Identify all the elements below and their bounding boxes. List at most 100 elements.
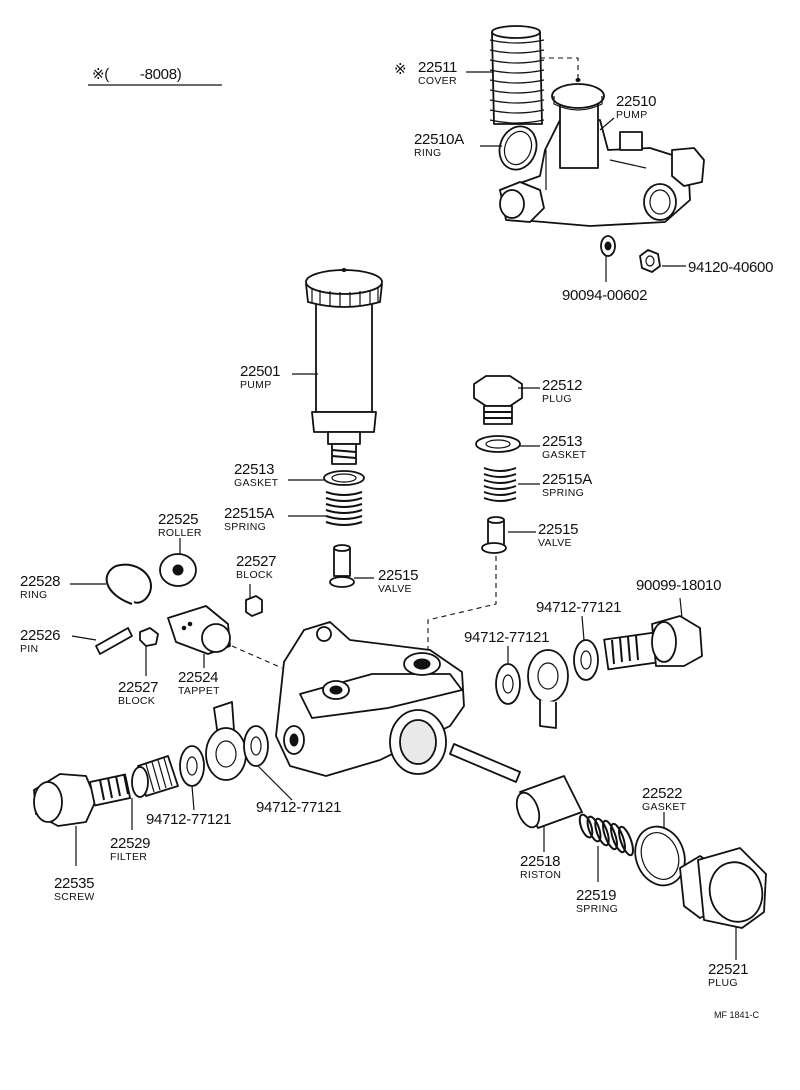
ring-22510A-part xyxy=(498,125,538,171)
pump-22510-assembly xyxy=(499,78,705,227)
callout-22526: 22526 PIN xyxy=(20,627,61,655)
part-number: 22527 xyxy=(118,679,158,696)
callout-22527-upper: 22527 BLOCK xyxy=(236,553,277,581)
part-name: SPRING xyxy=(224,521,266,533)
piston-22518-part xyxy=(515,775,583,829)
pin-22526-part xyxy=(95,627,133,655)
ring-22528-part xyxy=(105,563,152,605)
part-number: 94712-77121 xyxy=(146,811,231,828)
part-name: PUMP xyxy=(240,379,272,391)
callout-22529: 22529 FILTER xyxy=(110,835,151,863)
part-name: GASKET xyxy=(234,477,279,489)
callout-90099: 90099-18010 xyxy=(636,577,721,594)
drawing-code: MF 1841-C xyxy=(714,1010,760,1020)
valve-22515-left-part xyxy=(329,544,355,588)
part-name: VALVE xyxy=(538,537,572,549)
callout-22525: 22525 ROLLER xyxy=(158,511,202,539)
roller-22525-part xyxy=(159,553,197,587)
block-22527-upper-part xyxy=(245,595,263,617)
callout-94712-b: 94712-77121 xyxy=(256,799,341,816)
part-name: BLOCK xyxy=(236,569,273,581)
part-number: 22515A xyxy=(542,471,592,488)
part-number: 22510A xyxy=(414,131,464,148)
part-number: 22524 xyxy=(178,669,218,686)
part-number: 90094-00602 xyxy=(562,287,647,304)
gasket-22522-part xyxy=(634,825,686,887)
callout-22513-left: 22513 GASKET xyxy=(234,461,279,489)
tappet-22524-part xyxy=(167,605,231,655)
part-name: FILTER xyxy=(110,851,147,863)
callout-22512: 22512 PLUG xyxy=(542,377,583,405)
callout-94712-a: 94712-77121 xyxy=(146,811,231,828)
plug-22512-part xyxy=(473,375,523,425)
gasket-22513-right-part xyxy=(475,435,521,453)
part-number: 22525 xyxy=(158,511,198,528)
callout-22521: 22521 PLUG xyxy=(708,961,749,989)
callout-22522: 22522 GASKET xyxy=(642,785,686,813)
callout-22528: 22528 RING xyxy=(20,573,61,601)
callout-94120: 94120-40600 xyxy=(688,259,773,276)
cover-guide-line xyxy=(540,57,579,82)
part-name: COVER xyxy=(418,75,457,87)
spring-22515A-left-part xyxy=(325,491,363,526)
callout-94712-d: 94712-77121 xyxy=(536,599,621,616)
part-name: RING xyxy=(414,147,441,159)
part-number: 94120-40600 xyxy=(688,259,773,276)
tappet-guide-line xyxy=(231,645,283,669)
washer-94712-a-part xyxy=(179,745,205,787)
part-name: RISTON xyxy=(520,869,561,881)
part-name: BLOCK xyxy=(118,695,155,707)
part-number: 94712-77121 xyxy=(464,629,549,646)
washer-90094-part xyxy=(600,235,616,257)
part-name: PLUG xyxy=(542,393,572,405)
part-name: RING xyxy=(20,589,47,601)
part-name: PUMP xyxy=(616,109,648,121)
part-name: SCREW xyxy=(54,891,95,903)
part-number: 22535 xyxy=(54,875,94,892)
callout-90094: 90094-00602 xyxy=(562,287,647,304)
callout-mark: ※ xyxy=(394,61,406,78)
nut-94120-part xyxy=(639,249,661,273)
part-number: 22527 xyxy=(236,553,276,570)
part-number: 94712-77121 xyxy=(536,599,621,616)
filter-22529-part xyxy=(131,755,179,798)
callout-22515A-right: 22515A SPRING xyxy=(542,471,593,499)
part-name: TAPPET xyxy=(178,685,220,697)
part-number: 22518 xyxy=(520,853,560,870)
part-number: 90099-18010 xyxy=(636,577,721,594)
callout-22510: 22510 PUMP xyxy=(616,93,657,121)
callout-22519: 22519 SPRING xyxy=(576,887,618,915)
callout-22515-left: 22515 VALVE xyxy=(378,567,419,595)
washer-94712-c-part xyxy=(495,663,521,705)
part-number: 22512 xyxy=(542,377,582,394)
part-number: 22511 xyxy=(418,59,457,76)
gasket-22513-left-part xyxy=(323,470,365,486)
part-name: VALVE xyxy=(378,583,412,595)
part-number: 22513 xyxy=(234,461,274,478)
part-name: GASKET xyxy=(542,449,587,461)
part-number: 22515A xyxy=(224,505,274,522)
part-number: 22513 xyxy=(542,433,582,450)
callout-22515-right: 22515 VALVE xyxy=(538,521,579,549)
block-22527-lower-part xyxy=(139,627,159,647)
callout-22501: 22501 PUMP xyxy=(240,363,281,391)
callout-22518: 22518 RISTON xyxy=(520,853,561,881)
washer-94712-b-part xyxy=(243,725,269,767)
part-number: 22519 xyxy=(576,887,616,904)
callout-22513-right: 22513 GASKET xyxy=(542,433,587,461)
part-number: 22501 xyxy=(240,363,280,380)
banjo-fitting-left-part xyxy=(205,701,247,781)
callout-22515A-left: 22515A SPRING xyxy=(224,505,275,533)
part-number: 22526 xyxy=(20,627,60,644)
pump-22501-part xyxy=(305,268,383,465)
leader-lines xyxy=(70,71,737,960)
part-number: 22510 xyxy=(616,93,656,110)
callout-22524: 22524 TAPPET xyxy=(178,669,220,697)
push-rod-part xyxy=(449,743,521,783)
callout-22535: 22535 SCREW xyxy=(54,875,95,903)
callout-94712-c: 94712-77121 xyxy=(464,629,549,646)
part-number: 22515 xyxy=(378,567,418,584)
part-number: 22521 xyxy=(708,961,748,978)
callout-22527-lower: 22527 BLOCK xyxy=(118,679,159,707)
